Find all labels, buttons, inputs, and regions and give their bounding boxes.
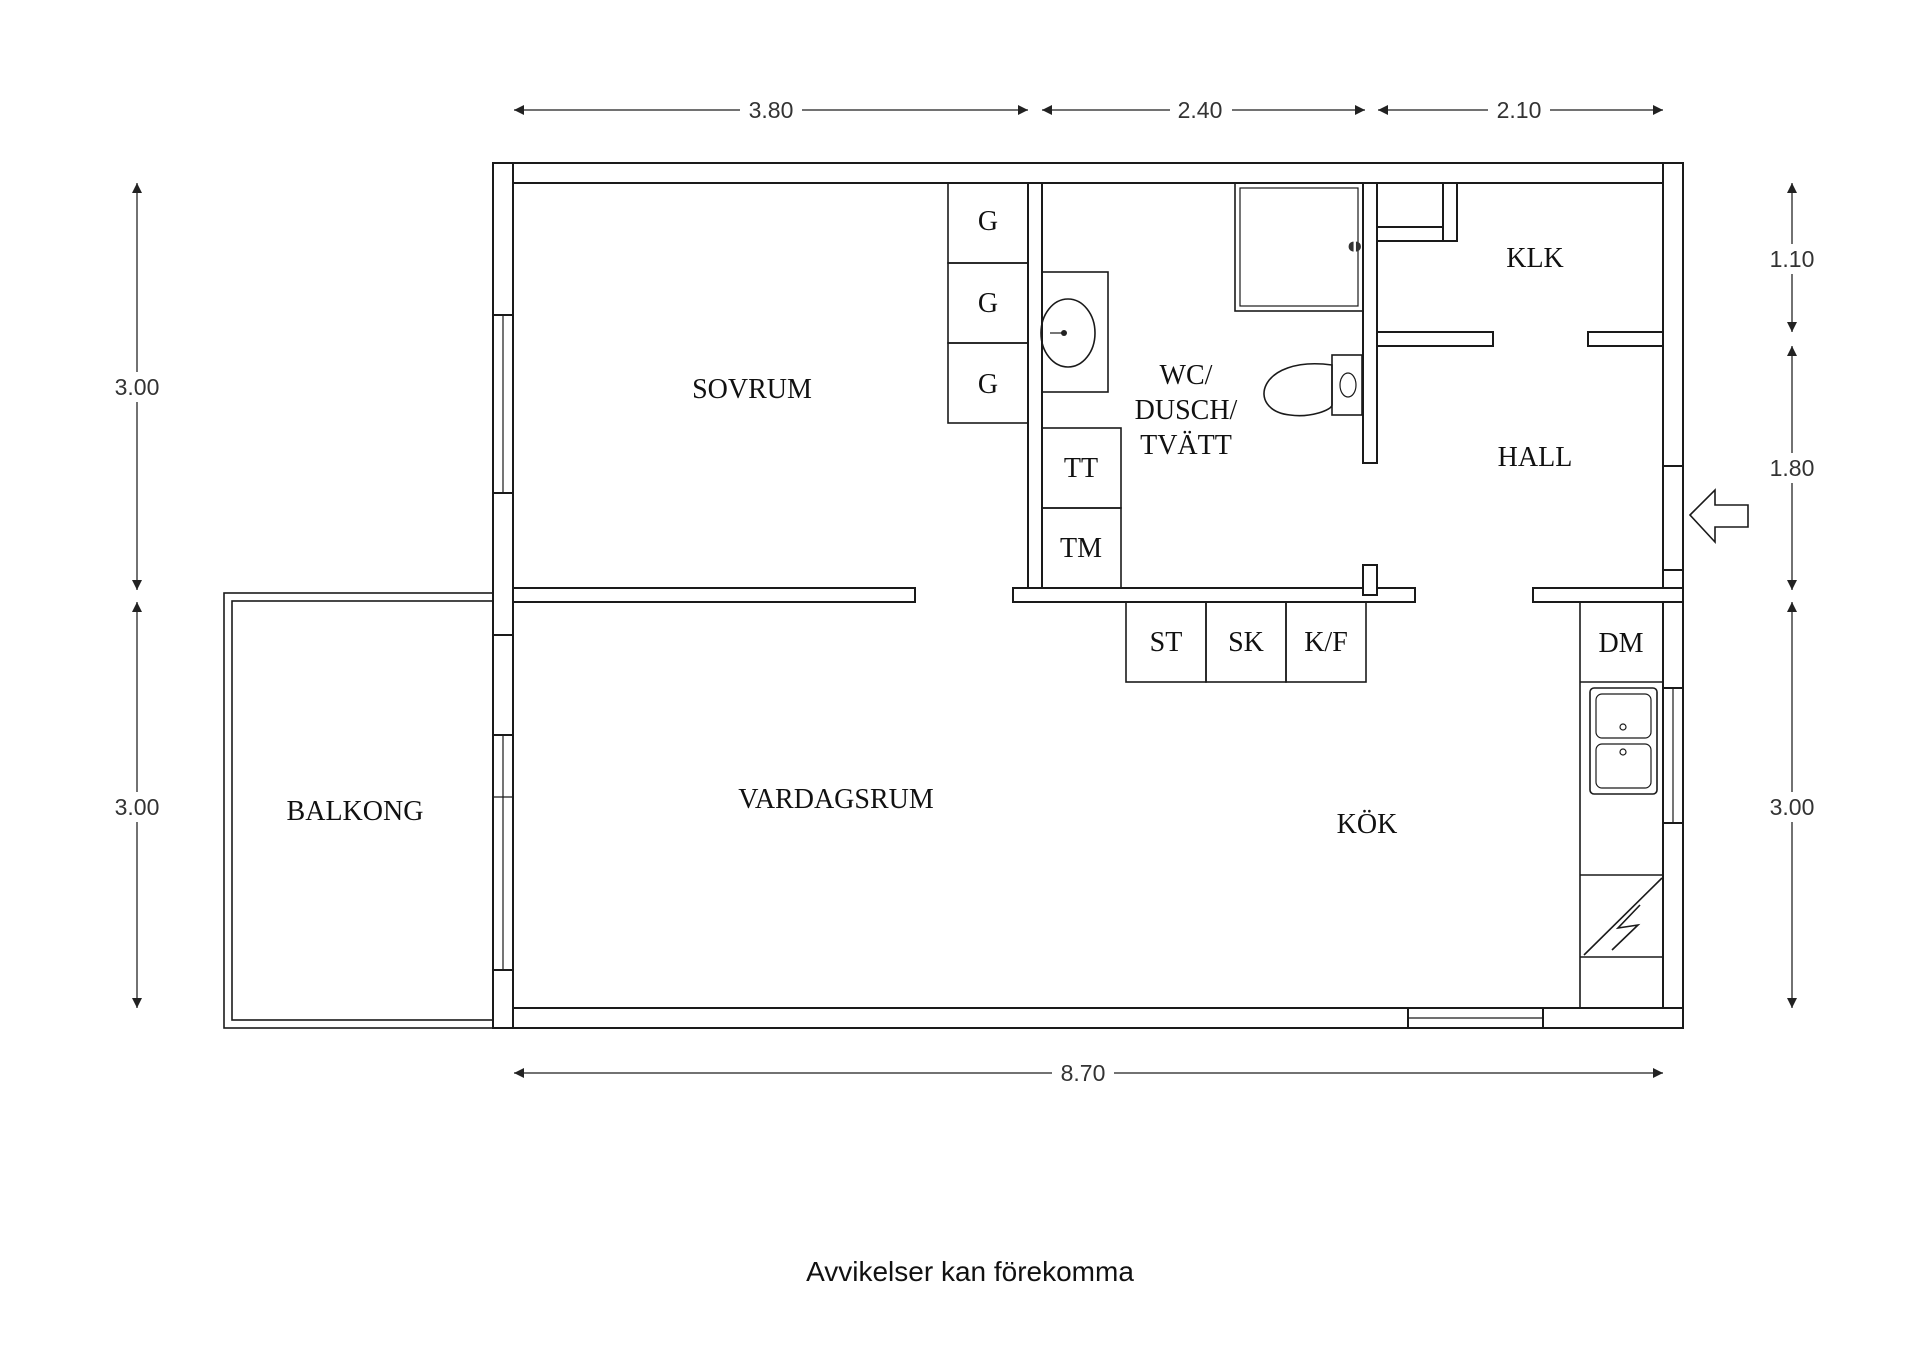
dim-left-1: 3.00 xyxy=(105,183,169,590)
room-label-balkong: BALKONG xyxy=(287,796,424,827)
fixtures: G G G ◖◗ xyxy=(947,182,1749,1009)
room-label-wc-line3: TVÄTT xyxy=(1140,430,1232,461)
wardrobe-2: G xyxy=(947,262,1029,344)
room-label-hall: HALL xyxy=(1498,442,1573,473)
dim-label: 8.70 xyxy=(1061,1060,1106,1086)
dim-label: 2.40 xyxy=(1178,97,1223,123)
room-label-vardagsrum: VARDAGSRUM xyxy=(738,784,934,815)
dim-label: 1.10 xyxy=(1770,246,1815,272)
dim-top-2: 2.40 xyxy=(1042,95,1365,123)
kitchen-counter: DM xyxy=(1579,601,1664,1009)
wall-sovrum-south xyxy=(512,587,916,603)
shower: ◖◗ xyxy=(1234,182,1364,312)
entrance-opening xyxy=(1662,465,1684,571)
toilet xyxy=(1263,354,1363,417)
wall-klk-south-right xyxy=(1587,331,1664,347)
st-label: ST xyxy=(1150,627,1183,658)
wall-klk-notch-v xyxy=(1442,182,1458,242)
dryer: TT xyxy=(1041,427,1122,509)
walls xyxy=(492,162,1684,1029)
dim-right-2: 1.80 xyxy=(1760,346,1824,590)
dim-top-1: 3.80 xyxy=(514,95,1028,123)
sk-label: SK xyxy=(1228,627,1264,658)
wall-klk-south-left xyxy=(1376,331,1494,347)
washbasin xyxy=(1040,271,1109,393)
dimensions: 3.80 2.40 2.10 8.70 3.00 3.00 xyxy=(105,95,1824,1086)
wardrobe-1: G xyxy=(947,182,1029,264)
washer: TM xyxy=(1041,507,1122,589)
dim-label: 3.80 xyxy=(749,97,794,123)
dim-left-2: 3.00 xyxy=(105,602,169,1008)
wall-bath-east-stub xyxy=(1362,564,1378,596)
wardrobe-label: G xyxy=(978,369,998,400)
window-kok xyxy=(1407,1007,1544,1029)
outer-wall-left-b xyxy=(492,492,514,636)
cabinet-sk: SK xyxy=(1205,601,1287,683)
shower-head-icon: ◖◗ xyxy=(1348,239,1362,254)
outer-wall-top xyxy=(492,162,1681,184)
dim-label: 1.80 xyxy=(1770,455,1815,481)
window-kok-right xyxy=(1662,687,1684,824)
fridge-freezer: K/F xyxy=(1285,601,1367,683)
dim-right-3: 3.00 xyxy=(1760,602,1824,1008)
outer-wall-right-upper xyxy=(1662,162,1684,467)
room-label-klk: KLK xyxy=(1506,243,1564,274)
room-label-kok: KÖK xyxy=(1337,809,1398,840)
dim-label: 3.00 xyxy=(115,374,160,400)
wall-bath-east-upper xyxy=(1362,182,1378,464)
wall-sovrum-east xyxy=(1027,182,1043,589)
dim-label: 2.10 xyxy=(1497,97,1542,123)
dryer-label: TT xyxy=(1064,453,1098,484)
room-label-wc-line1: WC/ xyxy=(1160,360,1213,391)
sink-icon xyxy=(1589,687,1658,795)
dim-bottom: 8.70 xyxy=(514,1058,1663,1086)
room-label-sovrum: SOVRUM xyxy=(692,374,812,405)
dim-right-1: 1.10 xyxy=(1760,183,1824,332)
dm-label: DM xyxy=(1598,628,1643,659)
outer-wall-left-c xyxy=(492,969,514,1029)
dim-top-3: 2.10 xyxy=(1378,95,1663,123)
stove-icon xyxy=(1583,877,1663,956)
balcony-door-frame xyxy=(492,634,514,736)
dim-label: 3.00 xyxy=(115,794,160,820)
wardrobe-3: G xyxy=(947,342,1029,424)
balcony xyxy=(223,592,494,1029)
wall-hall-south xyxy=(1532,587,1684,603)
window-vardagsrum xyxy=(492,734,514,971)
disclaimer-caption: Avvikelser kan förekomma xyxy=(806,1256,1134,1287)
entrance-arrow-icon xyxy=(1688,488,1749,545)
room-label-wc-line2: DUSCH/ xyxy=(1135,395,1238,426)
wall-bath-south xyxy=(1012,587,1416,603)
cabinet-st: ST xyxy=(1125,601,1207,683)
wardrobe-label: G xyxy=(978,206,998,237)
kf-label: K/F xyxy=(1304,627,1348,658)
dim-label: 3.00 xyxy=(1770,794,1815,820)
washer-label: TM xyxy=(1060,533,1102,564)
outer-wall-left-a xyxy=(492,162,514,316)
room-labels: SOVRUM VARDAGSRUM BALKONG WC/ DUSCH/ TVÄ… xyxy=(287,243,1573,840)
wardrobe-label: G xyxy=(978,288,998,319)
window-sovrum xyxy=(492,314,514,494)
